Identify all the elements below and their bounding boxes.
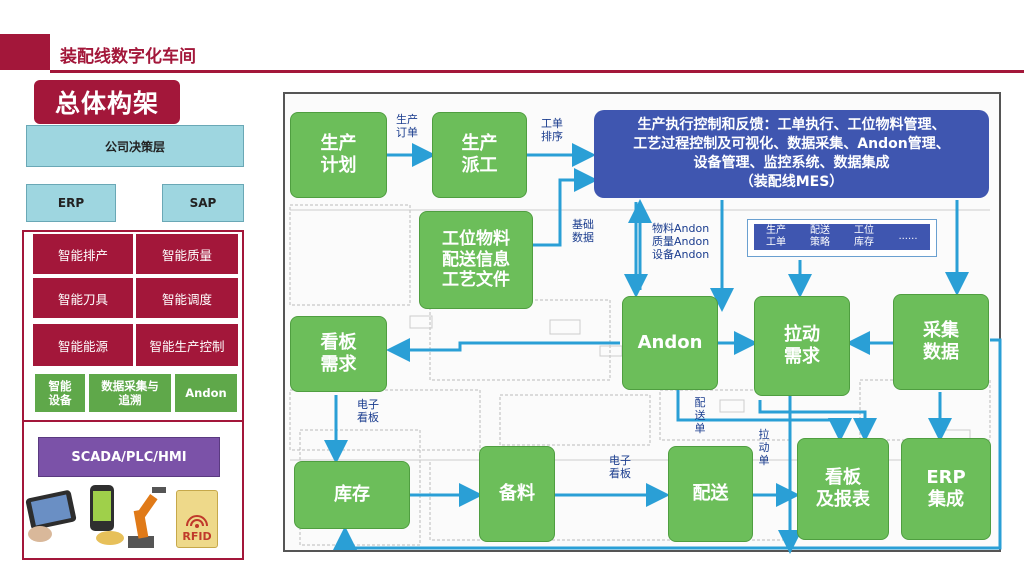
smart-tooling: 智能刀具 [32, 277, 134, 319]
node-inventory: 库存 [294, 461, 410, 529]
smart-production-control: 智能生产控制 [135, 323, 239, 367]
node-erp-integration: ERP 集成 [901, 438, 991, 540]
node-material-prep: 备料 [479, 446, 555, 542]
scada-plc-hmi-bar: SCADA/PLC/HMI [38, 437, 220, 477]
andon-module: Andon [174, 373, 238, 413]
node-delivery: 配送 [668, 446, 753, 542]
label-base-data: 基础 数据 [572, 218, 594, 244]
mes-line-4: （装配线MES） [739, 173, 844, 190]
label-production-order: 生产 订单 [396, 113, 418, 139]
node-kanban-demand: 看板 需求 [290, 316, 387, 392]
frame-divider [22, 420, 244, 422]
smart-dispatch: 智能调度 [135, 277, 239, 319]
smart-scheduling: 智能排产 [32, 233, 134, 275]
node-pull-demand: 拉动 需求 [754, 296, 850, 396]
company-decision-layer: 公司决策层 [26, 125, 244, 167]
node-kanban-report: 看板 及报表 [797, 438, 889, 540]
info-station-stock: 工位 库存 [854, 225, 874, 248]
page-title: 装配线数字化车间 [60, 47, 196, 67]
smart-device: 智能 设备 [34, 373, 86, 413]
rfid-label: RFID [182, 530, 212, 543]
smart-quality: 智能质量 [135, 233, 239, 275]
section-title: 总体构架 [34, 80, 180, 124]
label-pull-order: 拉 动 单 [758, 428, 770, 467]
info-delivery-strategy: 配送 策略 [810, 225, 830, 248]
node-production-dispatch: 生产 派工 [432, 112, 527, 198]
label-andon-types: 物料Andon 质量Andon 设备Andon [652, 222, 710, 261]
label-delivery-order: 配 送 单 [694, 396, 706, 435]
erp-box: ERP [26, 184, 116, 222]
sap-box: SAP [162, 184, 244, 222]
node-production-plan: 生产 计划 [290, 112, 387, 198]
info-more: ...... [898, 231, 918, 242]
smart-energy: 智能能源 [32, 323, 134, 367]
node-station-materials: 工位物料 配送信息 工艺文件 [419, 211, 533, 309]
mes-line-3: 设备管理、监控系统、数据集成 [693, 155, 890, 171]
data-collection-trace: 数据采集与 追溯 [88, 373, 172, 413]
mes-box: 生产执行控制和反馈：工单执行、工位物料管理、 工艺过程控制及可视化、数据采集、A… [594, 110, 989, 198]
node-andon: Andon [622, 296, 718, 390]
label-work-order-sort: 工单 排序 [541, 117, 563, 143]
node-collect-data: 采集 数据 [893, 294, 989, 390]
mes-line-2: 工艺过程控制及可视化、数据采集、Andon管理、 [633, 136, 950, 153]
rfid-tag-icon: RFID [176, 490, 218, 548]
label-e-kanban-2: 电子 看板 [609, 454, 631, 480]
mes-line-1: 生产执行控制和反馈：工单执行、工位物料管理、 [637, 117, 946, 134]
info-work-order: 生产 工单 [766, 225, 786, 248]
smart-modules-frame [22, 230, 244, 560]
mes-info-bar: 生产 工单 配送 策略 工位 库存 ...... [747, 219, 937, 257]
header-divider [50, 70, 1024, 73]
header-accent-block [0, 34, 50, 70]
label-e-kanban-1: 电子 看板 [357, 398, 379, 424]
